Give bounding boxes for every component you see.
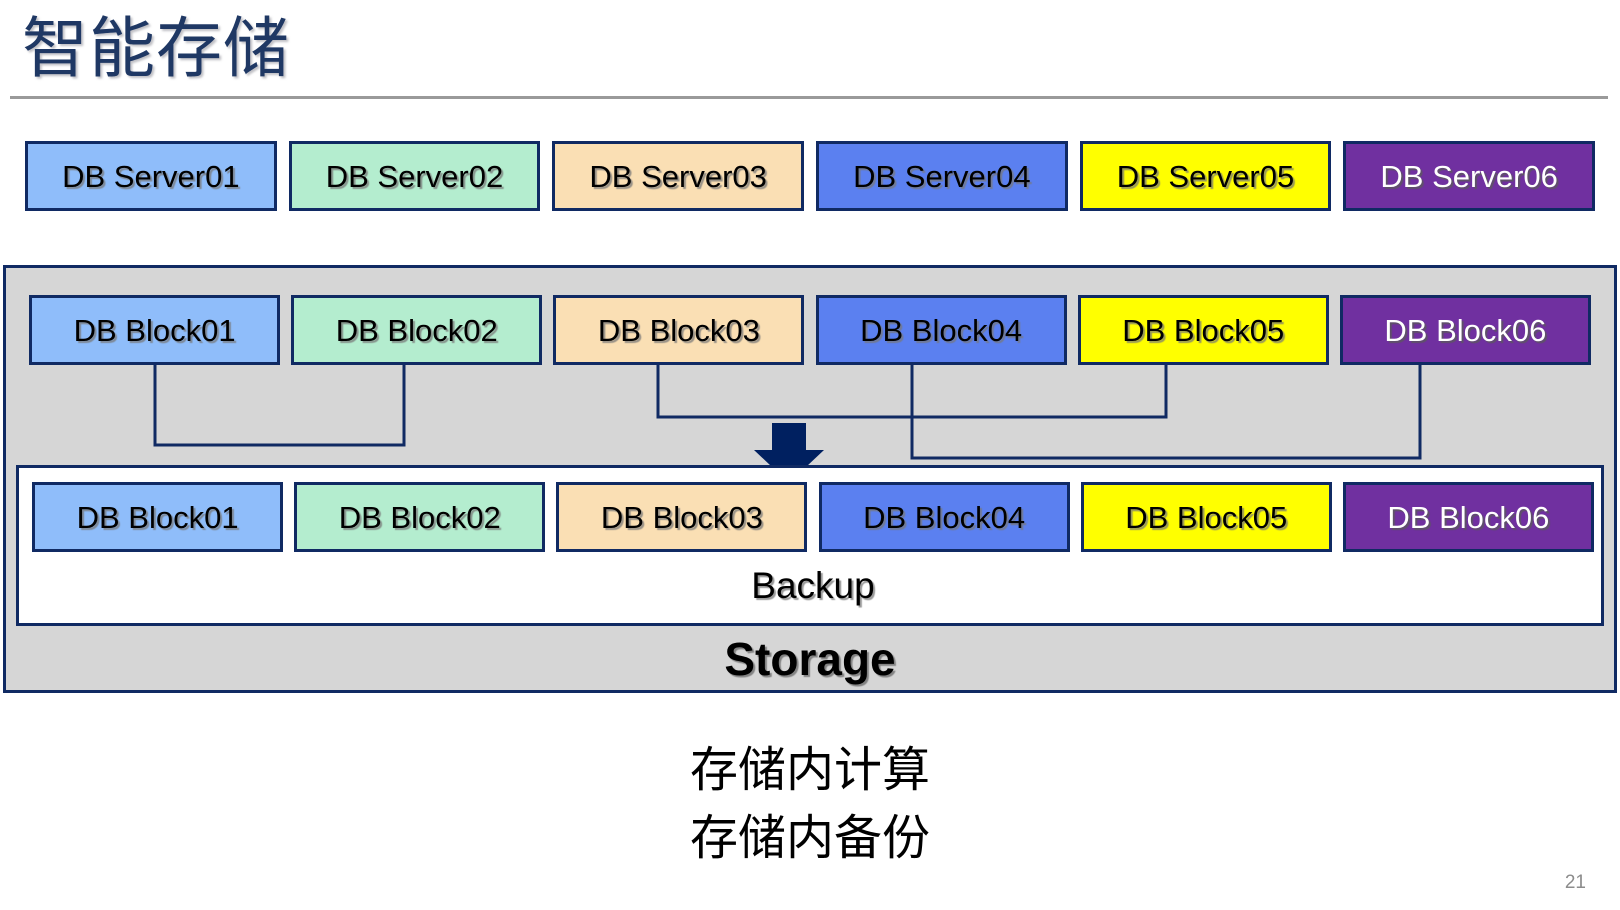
caption-line-1: 存储内计算 bbox=[689, 744, 930, 797]
storage-label: Storage bbox=[724, 633, 896, 685]
db-server-box-label: DB Server03 bbox=[589, 158, 767, 194]
db-block-upper-3[interactable]: DB Block03 bbox=[553, 295, 805, 365]
db-block-lower-label: DB Block04 bbox=[863, 499, 1026, 535]
database-server-row: DB Server01 DB Server02 DB Server03 DB Serv… bbox=[0, 141, 1620, 211]
storage-container: DB Block01 DB Block02 DB Block03 DB Block04… bbox=[3, 265, 1617, 693]
db-block-lower-3[interactable]: DB Block03 bbox=[556, 482, 808, 552]
db-block-lower-1[interactable]: DB Block01 bbox=[32, 482, 284, 552]
db-server-box-4[interactable]: DB Server04 bbox=[816, 141, 1068, 211]
caption-block: 存储内计算存储内备份 bbox=[0, 737, 1620, 873]
db-server-box-label: DB Server01 bbox=[62, 158, 240, 194]
db-block-upper-label: DB Block02 bbox=[335, 312, 498, 348]
db-server-box-label: DB Server05 bbox=[1116, 158, 1295, 194]
db-block-upper-label: DB Block03 bbox=[597, 312, 760, 348]
db-server-box-1[interactable]: DB Server01 bbox=[25, 141, 277, 211]
db-block-upper-label: DB Block05 bbox=[1122, 312, 1285, 348]
db-server-box-label: DB Server02 bbox=[325, 158, 504, 194]
caption-line-2: 存储内备份 bbox=[689, 812, 930, 865]
backup-label: Backup bbox=[751, 565, 875, 606]
db-server-box-3[interactable]: DB Server03 bbox=[552, 141, 804, 211]
db-block-lower-label: DB Block03 bbox=[600, 499, 763, 535]
db-block-upper-5[interactable]: DB Block05 bbox=[1077, 295, 1329, 365]
db-block-upper-label: DB Block04 bbox=[860, 312, 1023, 348]
db-server-box-2[interactable]: DB Server02 bbox=[288, 141, 541, 211]
db-block-upper-4[interactable]: DB Block04 bbox=[815, 295, 1067, 365]
db-block-lower-4[interactable]: DB Block04 bbox=[818, 482, 1070, 552]
block-connector-lines bbox=[153, 365, 1422, 472]
db-server-box-label: DB Server06 bbox=[1380, 158, 1558, 194]
db-block-lower-label: DB Block06 bbox=[1387, 499, 1550, 535]
upper-db-block-row: DB Block01 DB Block02 DB Block03 DB Block04… bbox=[6, 295, 1614, 365]
db-block-upper-label: DB Block06 bbox=[1384, 312, 1547, 348]
db-block-lower-5[interactable]: DB Block05 bbox=[1080, 482, 1332, 552]
db-block-lower-6[interactable]: DB Block06 bbox=[1342, 482, 1594, 552]
db-block-upper-1[interactable]: DB Block01 bbox=[29, 295, 281, 365]
page-title: 智能存储 bbox=[22, 11, 290, 85]
down-arrow-icon bbox=[754, 423, 824, 472]
db-block-lower-label: DB Block02 bbox=[338, 499, 501, 535]
db-server-box-5[interactable]: DB Server05 bbox=[1079, 141, 1332, 211]
lower-db-block-row: DB Block01 DB Block02 DB Block03 DB Block04… bbox=[9, 482, 1617, 552]
backup-box: DB Block01 DB Block02 DB Block03 DB Block04… bbox=[16, 465, 1604, 626]
title-divider bbox=[10, 96, 1608, 99]
db-server-box-label: DB Server04 bbox=[853, 158, 1031, 194]
db-block-upper-2[interactable]: DB Block02 bbox=[291, 295, 543, 365]
db-block-lower-label: DB Block05 bbox=[1125, 499, 1288, 535]
db-block-lower-2[interactable]: DB Block02 bbox=[294, 482, 546, 552]
db-server-box-6[interactable]: DB Server06 bbox=[1343, 141, 1595, 211]
db-block-lower-label: DB Block01 bbox=[76, 499, 239, 535]
db-block-upper-label: DB Block01 bbox=[73, 312, 236, 348]
db-block-upper-6[interactable]: DB Block06 bbox=[1339, 295, 1591, 365]
page-number: 21 bbox=[1564, 872, 1586, 893]
